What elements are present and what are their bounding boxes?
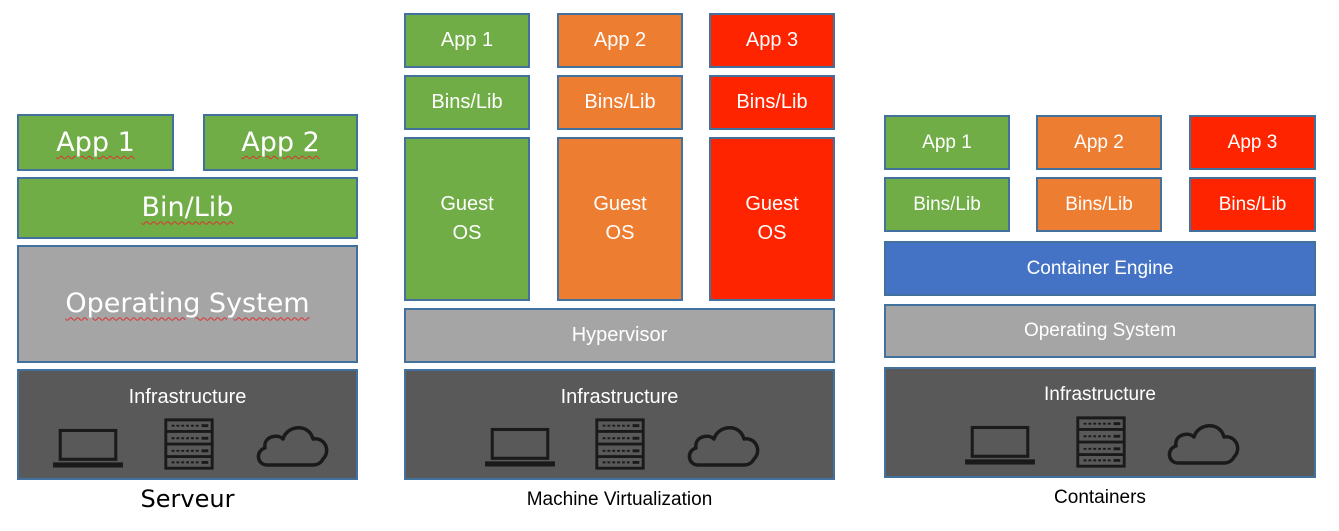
vm-app-1: App 1 <box>404 13 530 68</box>
vm-app-3-label: App 3 <box>745 29 799 51</box>
vm-guest-os-1-line2: OS <box>452 222 482 244</box>
vm-guest-os-2-line2: OS <box>605 222 635 244</box>
vm-guest-os-2: Guest OS <box>557 137 683 301</box>
containers-app-2-label: App 2 <box>1074 131 1124 153</box>
serveur-binlib: Bin/Lib <box>17 177 358 239</box>
cloud-icon <box>1164 419 1244 467</box>
containers-infrastructure: Infrastructure <box>884 367 1316 478</box>
serveur-infrastructure: Infrastructure <box>17 369 358 480</box>
serveur-operating-system: Operating System <box>17 245 358 363</box>
serveur-caption: Serveur <box>140 485 235 513</box>
containers-os-label: Operating System <box>1023 320 1177 342</box>
vm-app-2-label: App 2 <box>593 29 647 51</box>
containers-app-1: App 1 <box>884 115 1010 170</box>
containers-engine: Container Engine <box>884 241 1316 296</box>
cloud-icon <box>684 421 764 469</box>
containers-bins-3-label: Bins/Lib <box>1218 193 1287 215</box>
containers-caption: Containers <box>1054 487 1146 508</box>
containers-app-1-label: App 1 <box>922 131 972 153</box>
vm-bins-3: Bins/Lib <box>709 75 835 130</box>
server-icon <box>1072 415 1130 471</box>
containers-app-3: App 3 <box>1189 115 1316 170</box>
vm-bins-1-label: Bins/Lib <box>431 91 503 113</box>
containers-app-3-label: App 3 <box>1227 131 1278 153</box>
containers-bins-2: Bins/Lib <box>1036 177 1162 232</box>
vm-app-2: App 2 <box>557 13 683 68</box>
containers-app-2: App 2 <box>1036 115 1162 170</box>
vm-caption: Machine Virtualization <box>526 489 713 510</box>
cloud-icon <box>253 421 333 469</box>
serveur-os-label: Operating System <box>65 288 310 320</box>
vm-bins-3-label: Bins/Lib <box>736 91 808 113</box>
containers-operating-system: Operating System <box>884 304 1316 358</box>
laptop-icon <box>964 425 1036 467</box>
vm-guest-os-1: Guest OS <box>404 137 530 301</box>
serveur-app-1-label: App 1 <box>56 126 135 158</box>
vm-guest-os-1-line1: Guest <box>440 193 494 215</box>
serveur-app-2-label: App 2 <box>241 126 320 158</box>
laptop-icon <box>52 428 124 470</box>
vm-app-1-label: App 1 <box>440 29 494 51</box>
vm-infrastructure: Infrastructure <box>404 369 835 480</box>
serveur-infrastructure-label: Infrastructure <box>128 386 247 408</box>
vm-bins-2: Bins/Lib <box>557 75 683 130</box>
serveur-app-2: App 2 <box>203 114 358 171</box>
vm-guest-os-2-line1: Guest <box>593 193 647 215</box>
server-icon <box>591 417 649 473</box>
vm-hypervisor-label: Hypervisor <box>571 324 668 346</box>
vm-app-3: App 3 <box>709 13 835 68</box>
serveur-binlib-label: Bin/Lib <box>141 192 234 224</box>
vm-bins-2-label: Bins/Lib <box>584 91 656 113</box>
vm-bins-1: Bins/Lib <box>404 75 530 130</box>
containers-engine-label: Container Engine <box>1026 257 1174 279</box>
vm-guest-os-3-line1: Guest <box>745 193 799 215</box>
laptop-icon <box>484 427 556 469</box>
server-icon <box>160 417 218 473</box>
containers-bins-2-label: Bins/Lib <box>1065 193 1133 215</box>
vm-guest-os-3: Guest OS <box>709 137 835 301</box>
containers-bins-1-label: Bins/Lib <box>913 193 981 215</box>
containers-bins-1: Bins/Lib <box>884 177 1010 232</box>
containers-infrastructure-label: Infrastructure <box>1044 384 1156 405</box>
vm-hypervisor: Hypervisor <box>404 308 835 363</box>
serveur-app-1: App 1 <box>17 114 174 171</box>
vm-guest-os-3-line2: OS <box>757 222 787 244</box>
vm-infrastructure-label: Infrastructure <box>560 386 679 408</box>
containers-bins-3: Bins/Lib <box>1189 177 1316 232</box>
